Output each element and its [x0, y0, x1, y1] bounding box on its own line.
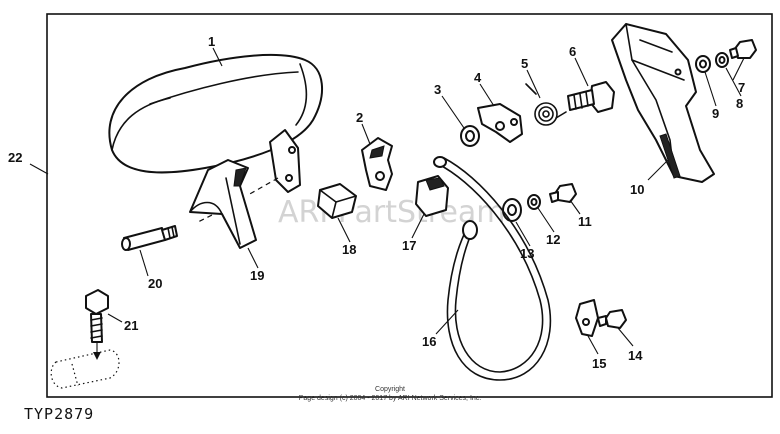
part-21-bolt[interactable]: [85, 289, 109, 360]
callout-18: 18: [342, 242, 356, 257]
callout-5: 5: [521, 56, 528, 71]
part-1-cushion[interactable]: [108, 53, 324, 174]
callout-21: 21: [124, 318, 138, 333]
callout-8: 8: [736, 96, 743, 111]
part-13-washer[interactable]: [502, 198, 522, 222]
callout-12: 12: [546, 232, 560, 247]
callout-4: 4: [474, 70, 482, 85]
part-20-pin[interactable]: [121, 225, 178, 251]
callout-11: 11: [578, 214, 592, 229]
callout-6: 6: [569, 44, 576, 59]
callout-3: 3: [434, 82, 441, 97]
part-18-block[interactable]: [317, 183, 357, 219]
part-8-lock-washer[interactable]: [715, 52, 729, 68]
part-15-clip[interactable]: [575, 299, 599, 337]
part-14-screw[interactable]: [597, 309, 627, 329]
part-2-latch[interactable]: [361, 137, 393, 191]
part-16-strap[interactable]: [433, 156, 552, 381]
callout-13: 13: [520, 246, 534, 261]
callout-1: 1: [208, 34, 215, 49]
part-1-hinge-bracket: [197, 129, 301, 223]
part-4-lever[interactable]: [477, 103, 523, 143]
callout-7: 7: [738, 80, 745, 95]
part-3-bushing[interactable]: [460, 125, 480, 147]
part-6-shoulder-bolt[interactable]: [567, 81, 615, 113]
callout-9: 9: [712, 106, 719, 121]
callout-15: 15: [592, 356, 606, 371]
figure-code: TYP2879: [24, 405, 94, 423]
callout-20: 20: [148, 276, 162, 291]
part-21-mating-outline: [50, 349, 120, 389]
part-12-washer[interactable]: [527, 194, 541, 210]
part-7-cap-screw[interactable]: [729, 39, 757, 59]
callout-labels: 1 2 3 4 5 6 7 8 9 10 11 12 13 14 15 16 1…: [8, 34, 745, 371]
part-17-clip[interactable]: [415, 175, 449, 217]
callout-10: 10: [630, 182, 644, 197]
diagram-frame: [46, 13, 773, 398]
copyright-notice: Page design (c) 2004 - 2017 by ARI Netwo…: [299, 395, 482, 402]
part-19-bracket[interactable]: [189, 159, 257, 249]
callout-2: 2: [356, 110, 363, 125]
part-5-spring[interactable]: [525, 83, 567, 126]
callout-16: 16: [422, 334, 436, 349]
part-10-cover[interactable]: [611, 23, 715, 183]
part-9-washer[interactable]: [695, 55, 711, 73]
callout-14: 14: [628, 348, 643, 363]
callout-17: 17: [402, 238, 416, 253]
callout-19: 19: [250, 268, 264, 283]
callout-22: 22: [8, 150, 22, 165]
part-11-screw[interactable]: [549, 183, 577, 203]
copyright-label: Copyright: [375, 386, 405, 393]
leader-lines: [29, 47, 745, 355]
